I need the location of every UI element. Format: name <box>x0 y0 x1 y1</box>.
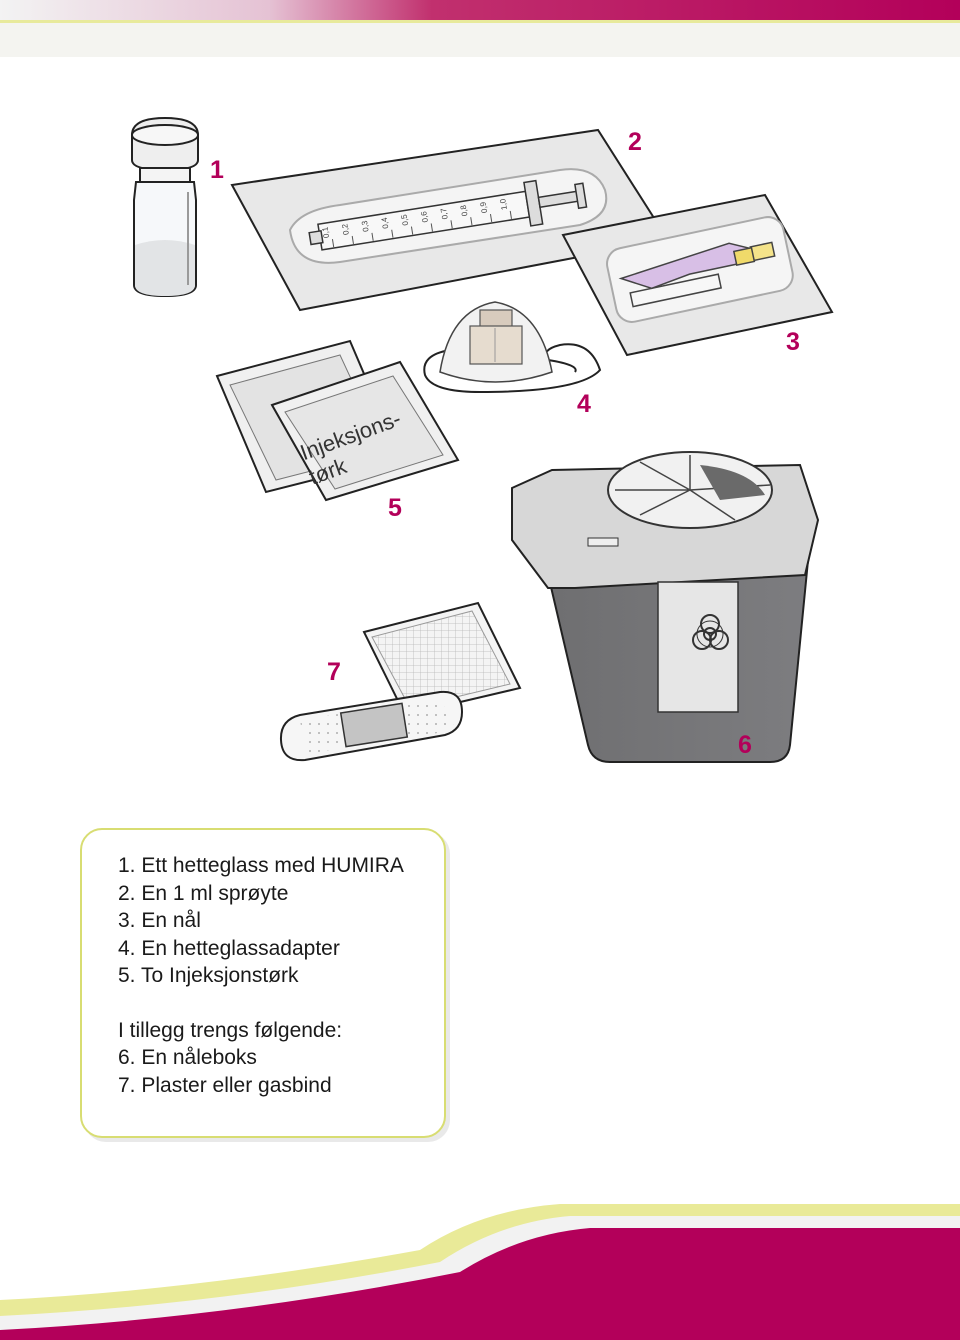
label-4: 4 <box>577 390 591 418</box>
list-item: 6. En nåleboks <box>118 1046 257 1069</box>
gauze-and-plaster <box>279 601 522 762</box>
syringe-tick <box>450 220 453 229</box>
syringe-scale-label: 1,0 <box>498 198 509 211</box>
syringe-scale-label: 0,8 <box>459 204 470 217</box>
syringe-scale-label: 0,2 <box>340 223 351 236</box>
syringe-tick <box>351 235 354 244</box>
alcohol-wipes: Injeksjons- tørk <box>215 339 460 502</box>
syringe-tick <box>391 229 394 238</box>
label-1: 1 <box>210 156 224 184</box>
syringe-scale: 0,1 0,2 0,3 0,4 0,5 0,6 0,7 0,8 0,9 1,0 <box>320 198 512 248</box>
vial-adapter <box>423 301 602 394</box>
biohazard-icon <box>692 614 729 650</box>
syringe-scale-label: 0,3 <box>360 220 371 233</box>
syringe-tick <box>410 226 414 235</box>
needle-package <box>561 193 834 357</box>
syringe-tick <box>430 223 433 232</box>
syringe-tick <box>331 239 335 248</box>
syringe-tick <box>470 217 473 226</box>
list-item: 4. En hetteglassadapter <box>118 936 340 960</box>
syringe-scale-label: 0,9 <box>478 201 489 214</box>
vial <box>131 116 199 298</box>
top-band <box>0 0 960 57</box>
label-7: 7 <box>327 658 341 686</box>
syringe-scale-label: 0,4 <box>380 216 391 229</box>
list-item: 2. En 1 ml sprøyte <box>118 881 289 905</box>
list-item: 7. Plaster eller gasbind <box>118 1073 332 1097</box>
label-6: 6 <box>738 731 752 759</box>
label-5: 5 <box>388 494 402 522</box>
bottom-band <box>0 1204 960 1340</box>
supplies-list: 1. Ett hetteglass med HUMIRA 2. En 1 ml … <box>118 852 404 1099</box>
list-item: 3. En nål <box>118 909 201 932</box>
sharps-container <box>511 451 820 763</box>
list-item: 5. To Injeksjonstørk <box>118 964 299 987</box>
syringe-scale-label: 0,6 <box>419 210 430 223</box>
syringe-package: 0,1 0,2 0,3 0,4 0,5 0,6 0,7 0,8 0,9 1,0 <box>230 128 670 312</box>
syringe-scale-label: 0,1 <box>320 226 331 239</box>
syringe-tick <box>509 210 512 219</box>
extra-heading: I tillegg trengs følgende: <box>118 1018 343 1042</box>
label-2: 2 <box>628 128 642 156</box>
list-item: 1. Ett hetteglass med HUMIRA <box>118 854 404 877</box>
label-3: 3 <box>786 328 800 356</box>
syringe-tick <box>489 214 493 223</box>
syringe-tick <box>371 232 374 241</box>
syringe-scale-label: 0,5 <box>399 213 410 226</box>
supplies-list-box <box>80 828 446 1138</box>
syringe-scale-label: 0,7 <box>439 207 450 220</box>
